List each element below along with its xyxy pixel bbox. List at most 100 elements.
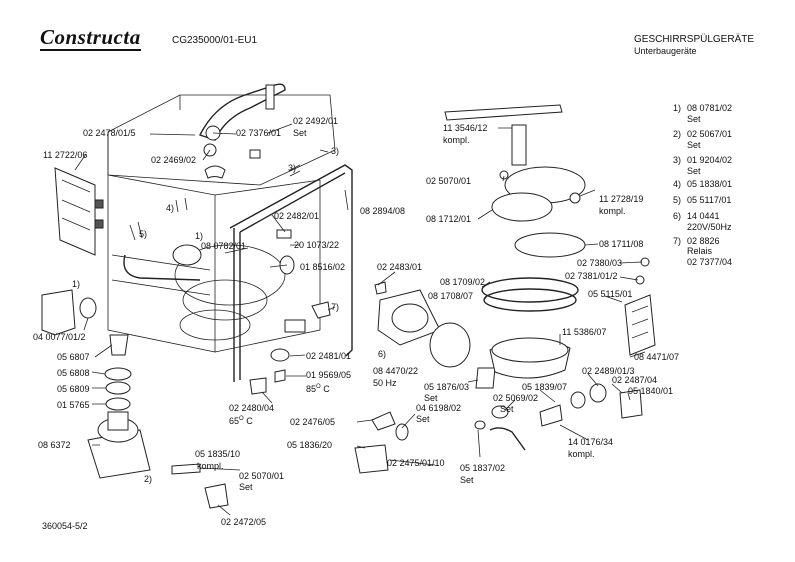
- legend-key-7: 7): [673, 236, 682, 246]
- part-label: 04 0077/01/2: [33, 332, 86, 342]
- part-label: 02 5070/01: [426, 176, 472, 186]
- legend-value-5: 05 5117/01: [687, 195, 732, 205]
- part-label: 02 2480/04: [229, 403, 275, 413]
- legend-key-5: 5): [673, 195, 682, 205]
- legend-extra-7: 02 7377/04: [687, 257, 733, 267]
- part-label: 5): [139, 229, 148, 239]
- part-label: 02 2476/05: [290, 417, 336, 427]
- part-label: 05 6808: [57, 368, 90, 378]
- part-label: 05 5115/01: [588, 289, 633, 299]
- part-label: 05 6809: [57, 384, 90, 394]
- part-label: 11 3546/12: [443, 123, 488, 133]
- part-label: 3): [288, 163, 297, 173]
- part-label: 4): [166, 203, 175, 213]
- legend-note-7: Relais: [687, 246, 713, 256]
- part-label: 20 1073/22: [294, 240, 340, 250]
- part-label: 05 1876/03: [424, 382, 470, 392]
- part-label: 01 9569/05: [306, 370, 352, 380]
- part-label: 02 5070/01: [239, 471, 285, 481]
- legend-note-6: 220V/50Hz: [687, 222, 732, 232]
- part-label: Set: [460, 475, 474, 485]
- pump-motor-drawing: [374, 281, 496, 389]
- part-label: 08 2894/08: [360, 206, 406, 216]
- part-label: 08 1712/01: [426, 214, 472, 224]
- part-label: 05 1840/01: [628, 386, 674, 396]
- control-panel-drawing: [54, 167, 104, 256]
- part-label: 05 1836/20: [287, 440, 333, 450]
- part-label: 01 5765: [57, 400, 90, 410]
- temperature-label-65: 65O C: [229, 416, 253, 426]
- part-label: kompl.: [568, 449, 595, 459]
- part-label: Set: [500, 404, 514, 414]
- legend-note-1: Set: [687, 114, 701, 124]
- legend-key-4: 4): [673, 179, 682, 189]
- legend-value-7: 02 8826: [687, 236, 720, 246]
- legend-note-3: Set: [687, 166, 701, 176]
- legend-key-3: 3): [673, 155, 682, 165]
- leader-lines: [74, 123, 646, 516]
- sump-filter-drawing: [444, 104, 656, 451]
- part-label: kompl.: [443, 135, 470, 145]
- part-label: 04 6198/02: [416, 403, 462, 413]
- part-label: 02 2492/01: [293, 116, 339, 126]
- part-label: Set: [424, 393, 438, 403]
- part-label: 02 7380/03: [577, 258, 623, 268]
- legend-value-6: 14 0441: [687, 211, 720, 221]
- part-label: 02 2487/04: [612, 375, 658, 385]
- legend-key-6: 6): [673, 211, 682, 221]
- part-label: 02 7376/01: [236, 128, 282, 138]
- part-label: 02 2475/01/10: [387, 458, 445, 468]
- part-label: 05 1837/02: [460, 463, 506, 473]
- part-label: 02 2481/01: [306, 351, 352, 361]
- part-label: 2): [144, 474, 153, 484]
- part-label: 14 0176/34: [568, 437, 614, 447]
- softener-drawing: [41, 289, 151, 479]
- part-label: kompl.: [599, 206, 626, 216]
- legend-value-1: 08 0781/02: [687, 103, 733, 113]
- legend-value-3: 01 9204/02: [687, 155, 733, 165]
- legend-value-4: 05 1838/01: [687, 179, 733, 189]
- part-label: 50 Hz: [373, 378, 397, 388]
- brand-logo: Constructa: [40, 25, 141, 51]
- part-label: 1): [195, 231, 204, 241]
- part-label: 08 4471/07: [634, 352, 680, 362]
- part-label: 02 2489/01/3: [582, 366, 635, 376]
- part-label: 08 1709/02: [440, 277, 486, 287]
- category-title: GESCHIRRSPÜLGERÄTE: [634, 34, 755, 45]
- legend-value-2: 02 5067/01: [687, 129, 733, 139]
- part-label: 08 6372: [38, 440, 71, 450]
- part-label: 02 2469/02: [151, 155, 197, 165]
- part-label: 05 6807: [57, 352, 90, 362]
- part-label: 02 5069/02: [493, 393, 539, 403]
- part-label: Set: [416, 414, 430, 424]
- part-label: 02 2478/01/5: [83, 128, 136, 138]
- part-label: 08 1711/08: [599, 239, 644, 249]
- part-label: 11 2728/19: [599, 194, 644, 204]
- temperature-label-85: 85O C: [306, 384, 330, 394]
- part-label: 02 7381/01/2: [565, 271, 618, 281]
- part-label: 05 1835/10: [195, 449, 241, 459]
- part-label: 05 1839/07: [522, 382, 568, 392]
- part-label: 02 2472/05: [221, 517, 267, 527]
- part-label: 08 0782/01: [201, 241, 247, 251]
- part-label: 08 4470/22: [373, 366, 419, 376]
- part-label: 11 2722/06: [43, 150, 88, 160]
- part-label: Set: [293, 128, 307, 138]
- valve-parts-drawing: [171, 301, 409, 509]
- part-label: 01 8516/02: [300, 262, 346, 272]
- part-label: kompl.: [197, 461, 224, 471]
- part-label: 11 5386/07: [562, 327, 607, 337]
- model-number: CG235000/01-EU1: [172, 35, 258, 46]
- legend-key-2: 2): [673, 129, 682, 139]
- part-label: 02 2483/01: [377, 262, 423, 272]
- drawing-number: 360054-5/2: [42, 521, 88, 531]
- part-label: 6): [378, 349, 387, 359]
- part-label: 7): [331, 302, 340, 312]
- legend-key-1: 1): [673, 103, 682, 113]
- part-label: 02 2482/01: [274, 211, 320, 221]
- part-label: 3): [331, 146, 340, 156]
- part-label: Set: [239, 482, 253, 492]
- subcategory-title: Unterbaugeräte: [634, 46, 697, 56]
